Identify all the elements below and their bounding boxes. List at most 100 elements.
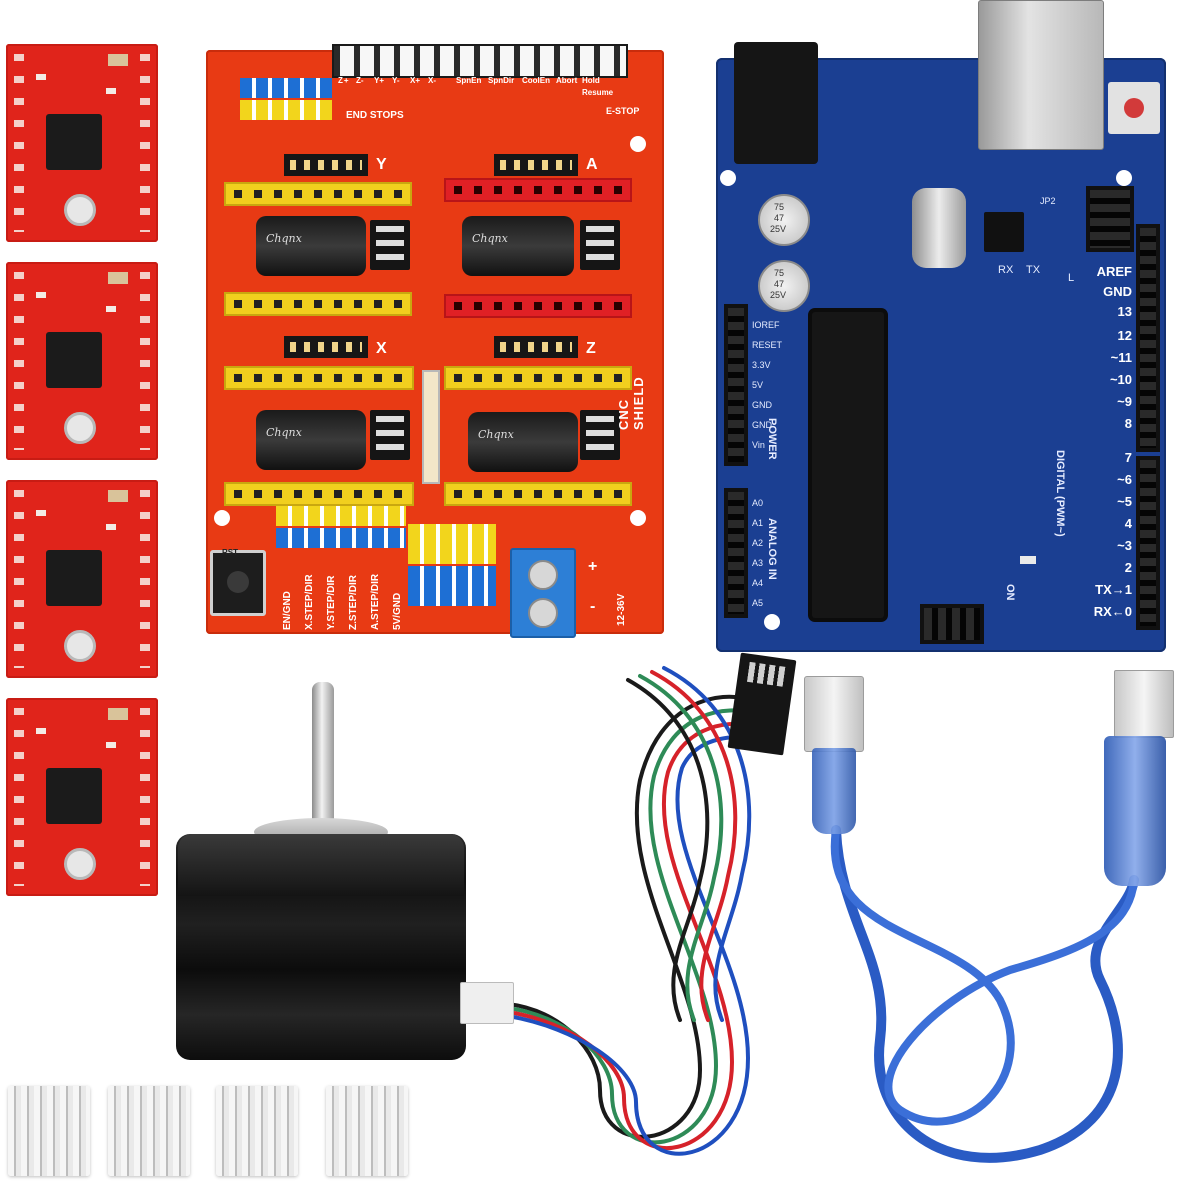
power-pin-label: 3.3V [752, 360, 771, 370]
top-header-label: Y- [392, 76, 400, 85]
driver-smd-part [106, 524, 116, 530]
uno-capacitor: 75 47 25V [758, 194, 810, 246]
mounting-hole [214, 510, 230, 526]
microstep-jumper-block [370, 410, 410, 460]
screw-terminal [528, 598, 558, 628]
electrolytic-capacitor: Chqnx [256, 410, 366, 470]
driver-socket-a-top [444, 178, 632, 202]
top-header-label: Hold [582, 76, 600, 85]
heatsink-3 [216, 1086, 298, 1176]
electrolytic-capacitor: Chqnx [256, 216, 366, 276]
driver-ic-chip [46, 768, 102, 824]
heatsink-1 [8, 1086, 90, 1176]
power-pin-label: 5V [752, 380, 764, 390]
digital-header-low [1136, 456, 1160, 630]
fuse [422, 370, 440, 484]
power-pin-label: GND [752, 420, 772, 430]
power-pin-label: GND [752, 400, 772, 410]
axis-jumper-header-x [284, 336, 368, 358]
mounting-hole [630, 136, 646, 152]
cnc-shield-board: Z+ Z- Y+ Y- X+ X- SpnEn SpnDir CoolEn Ab… [206, 44, 664, 638]
crystal-oscillator [912, 188, 966, 268]
stepper-driver-module-1 [6, 44, 158, 242]
driver-pin-row-left [14, 54, 24, 232]
jp2-label: JP2 [1040, 196, 1056, 206]
digital-pin-label: TX→1 [1095, 582, 1132, 597]
digital-pin-label: ~11 [1110, 350, 1132, 365]
driver-socket-z-top [444, 366, 632, 390]
driver-pin-row-right [140, 708, 150, 886]
axis-jumper-header-a [494, 154, 578, 176]
axis-label-x: X [376, 340, 387, 357]
top-header-label: SpnDir [488, 76, 515, 85]
icsp-header-bottom [920, 604, 984, 644]
driver-smd-part [36, 292, 46, 298]
driver-socket-y-top [224, 182, 412, 206]
driver-pin-row-left [14, 708, 24, 886]
power-terminal-block [510, 548, 576, 638]
microstep-jumper-block [580, 410, 620, 460]
microstep-jumper-block [580, 220, 620, 270]
shield-top-header [332, 44, 628, 78]
digital-pin-label: 13 [1117, 304, 1132, 319]
cap-text: 25V [770, 224, 787, 234]
reset-button[interactable] [210, 550, 266, 616]
driver-smd-part [36, 74, 46, 80]
driver-ic-chip [46, 550, 102, 606]
led-label-rx: RX [998, 264, 1014, 276]
driver-potentiometer [64, 848, 96, 880]
driver-ic-chip [46, 114, 102, 170]
motor-connector [460, 982, 514, 1024]
aref-label: AREF [1096, 264, 1132, 279]
digital-pin-label: ~10 [1109, 372, 1132, 387]
top-header-label: Z- [356, 76, 364, 85]
reset-button-cap [1124, 98, 1144, 118]
mounting-hole [764, 614, 780, 630]
endstop-blue-pins [240, 78, 332, 98]
driver-pin-row-right [140, 490, 150, 668]
driver-capacitor [108, 272, 128, 284]
icsp-header [1086, 186, 1134, 252]
usb-interface-chip [984, 212, 1024, 252]
motor-cable [506, 666, 770, 1156]
digital-pin-label: ~6 [1117, 472, 1132, 487]
mounting-hole [720, 170, 736, 186]
driver-potentiometer [64, 412, 96, 444]
top-header-label: X- [428, 76, 436, 85]
usb-b-plug [804, 676, 864, 752]
driver-potentiometer [64, 194, 96, 226]
analog-pin-label: A0 [752, 498, 764, 508]
digital-pin-label: 12 [1117, 328, 1132, 343]
gnd-label: GND [1103, 284, 1132, 299]
driver-smd-part [106, 306, 116, 312]
driver-pin-row-left [14, 272, 24, 450]
driver-smd-part [36, 728, 46, 734]
usb-b-port [978, 0, 1104, 150]
driver-smd-part [106, 88, 116, 94]
top-header-label: E-STOP [606, 106, 640, 116]
driver-socket-a-bottom [444, 294, 632, 318]
stepper-driver-module-2 [6, 262, 158, 460]
arduino-uno-board: JP2 75 47 25V 75 47 25V IOREF RESET 3.3V… [716, 0, 1166, 652]
digital-header-high [1136, 224, 1160, 452]
axis-label-y: Y [376, 156, 387, 173]
microstep-jumper-block [370, 220, 410, 270]
analog-pin-label: A1 [752, 518, 764, 528]
usb-b-plug-boot [812, 748, 856, 834]
uno-reset-button[interactable] [1108, 82, 1160, 134]
top-header-label: SpnEn [456, 76, 482, 85]
digital-pin-label: 8 [1124, 416, 1132, 431]
power-pin-label: Vin [752, 440, 765, 450]
driver-socket-x-bottom [224, 482, 414, 506]
cap-text: 47 [774, 213, 785, 223]
digital-pin-label: RX←0 [1093, 604, 1132, 619]
electrolytic-capacitor: Chqnx [468, 412, 578, 472]
heatsink-4 [326, 1086, 408, 1176]
on-led [1020, 556, 1036, 564]
spindle-yellow-pins [408, 524, 496, 564]
bottom-blue-pins [276, 528, 406, 548]
driver-capacitor [108, 708, 128, 720]
motor-shaft [312, 682, 334, 832]
top-header-label: Resume [582, 88, 614, 97]
digital-pin-label: 2 [1124, 560, 1132, 575]
